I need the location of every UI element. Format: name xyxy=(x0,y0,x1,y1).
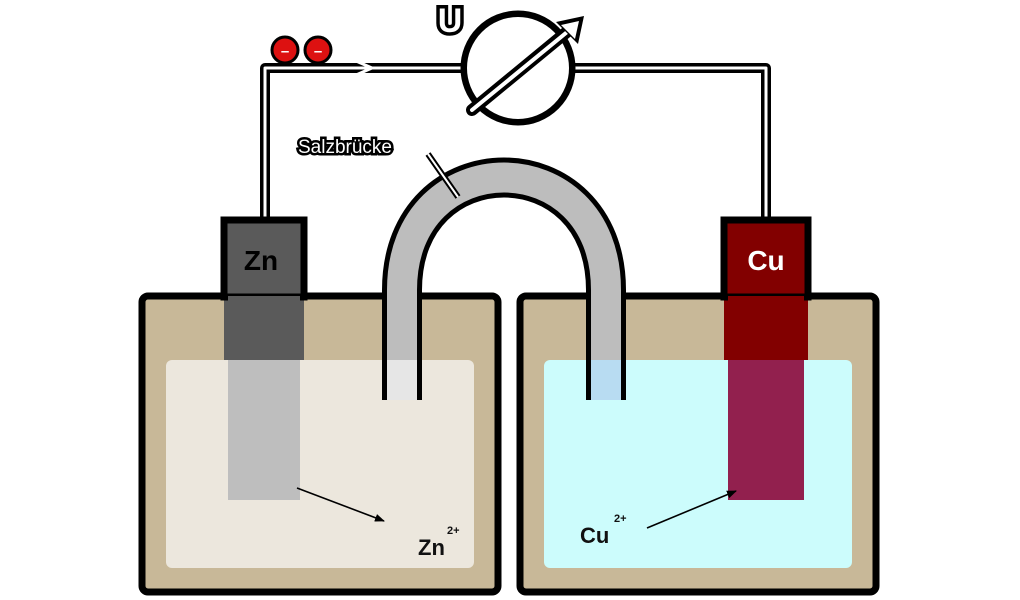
zinc-half-cell: Zn Zn 2+ xyxy=(138,216,502,596)
electron-2-sign: – xyxy=(314,43,322,60)
copper-ion-charge: 2+ xyxy=(614,513,627,525)
salt-bridge-tube xyxy=(387,162,621,400)
copper-electrode-submerged xyxy=(728,360,804,500)
circuit-wire xyxy=(260,59,771,222)
copper-ion-arrow xyxy=(646,490,737,529)
electron-1: – xyxy=(270,35,300,65)
voltmeter: U xyxy=(434,0,584,126)
salt-bridge: Salzbrücke xyxy=(296,135,626,400)
salt-bridge-label: Salzbrücke xyxy=(298,137,392,158)
zinc-electrode-label: Zn xyxy=(244,245,278,276)
electron-2: – xyxy=(303,35,333,65)
copper-electrode-label: Cu xyxy=(747,245,784,276)
zinc-ion-arrow xyxy=(296,487,385,522)
zinc-ion-charge: 2+ xyxy=(447,525,460,537)
copper-half-cell: Cu Cu 2+ xyxy=(516,216,880,596)
copper-ion-label: Cu xyxy=(580,523,609,548)
voltmeter-label: U xyxy=(438,2,463,40)
electron-1-sign: – xyxy=(281,43,289,60)
electron-flow-arrow xyxy=(355,59,374,77)
zinc-ion-label: Zn xyxy=(418,535,445,560)
zinc-electrode-submerged xyxy=(228,360,300,500)
